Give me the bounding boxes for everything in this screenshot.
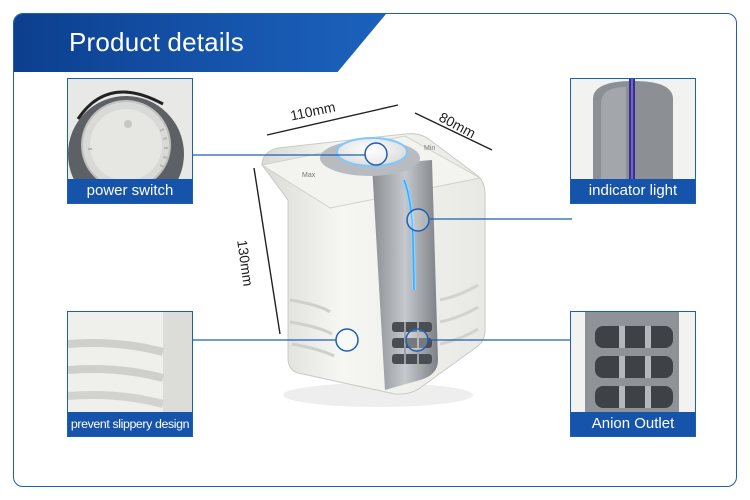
max-label: Max	[302, 172, 316, 179]
height-dim-line	[253, 167, 281, 335]
prevent-slippery-thumbnail: prevent slippery design	[67, 311, 193, 437]
indicator-light-thumbnail: indicator light	[570, 78, 696, 204]
depth-dim-line	[414, 112, 493, 151]
title-banner	[14, 14, 386, 72]
light-callout-marker	[406, 208, 430, 232]
width-dim-line	[266, 104, 399, 136]
power-switch-label: power switch	[68, 179, 192, 203]
prevent-slippery-label: prevent slippery design	[68, 412, 192, 436]
vent-callout-marker	[405, 328, 429, 352]
anion-outlet-thumbnail: Anion Outlet	[570, 311, 696, 437]
min-label: Min	[424, 145, 435, 152]
anion-outlet-label: Anion Outlet	[571, 412, 695, 436]
page-title: Product details	[69, 27, 244, 57]
power-switch-thumbnail: power switch	[67, 78, 193, 204]
indicator-light-label: indicator light	[571, 179, 695, 203]
dial-callout-marker	[364, 142, 388, 166]
ridge-callout-marker	[335, 328, 359, 352]
